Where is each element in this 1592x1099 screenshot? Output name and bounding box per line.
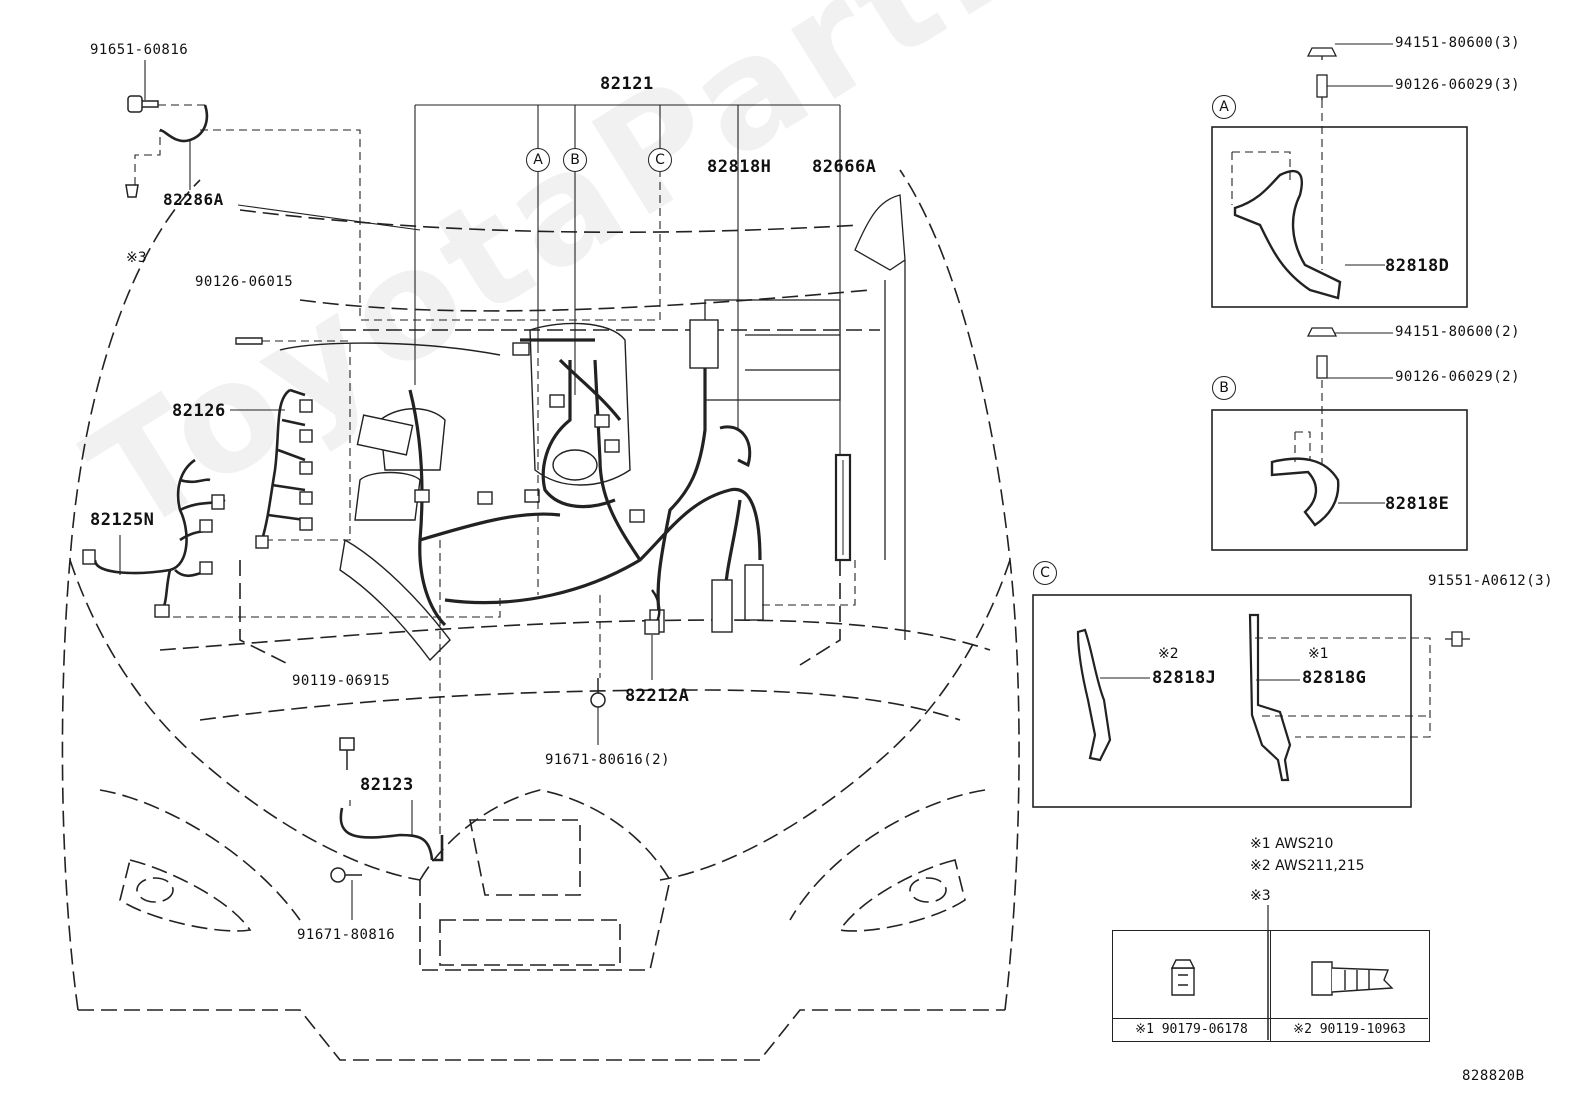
- part-82286A-body: [159, 104, 209, 143]
- part-label-82818G: 82818G: [1302, 668, 1367, 688]
- part-82666A-body: [834, 453, 852, 562]
- detail-box-B: [1211, 327, 1468, 551]
- fastener-caption-2: ※2 90119-10963: [1271, 1018, 1428, 1041]
- part-82818H-body: [719, 425, 752, 468]
- part-label-82818J: 82818J: [1152, 668, 1217, 688]
- car-body-outline: [61, 169, 1020, 1061]
- part-label-94151-80600-2: 94151-80600(2): [1395, 324, 1521, 340]
- part-label-91551-A0612: 91551-A0612(3): [1428, 573, 1554, 589]
- part-82123-body: [339, 807, 444, 862]
- bolt-91671-80816: [330, 867, 362, 883]
- main-harness-connectors: [356, 319, 764, 633]
- part-label-82666A: 82666A: [812, 157, 877, 177]
- part-label-90126-06029-3: 90126-06029(3): [1395, 77, 1521, 93]
- part-label-82212A: 82212A: [625, 686, 690, 706]
- part-label-91671-80816: 91671-80816: [297, 927, 396, 943]
- note-mark1-G: ※1: [1308, 646, 1329, 662]
- part-label-82123: 82123: [360, 775, 414, 795]
- callout-C-main: C: [648, 148, 672, 172]
- callout-B-main: B: [563, 148, 587, 172]
- detail-box-A: [1211, 43, 1468, 308]
- bay-details: [704, 194, 906, 640]
- detail-box-C: [1032, 594, 1470, 808]
- legend-note-3: ※3: [1250, 888, 1271, 904]
- part-label-82121: 82121: [600, 74, 654, 94]
- part-82212A-body: [644, 589, 661, 635]
- part-label-82818H: 82818H: [707, 157, 772, 177]
- fastener-cell-2: ※2 90119-10963: [1270, 931, 1428, 1041]
- note-mark2-J: ※2: [1158, 646, 1179, 662]
- part-label-82125N: 82125N: [90, 510, 155, 530]
- part-label-82818D: 82818D: [1385, 256, 1450, 276]
- bolt-91651: [127, 95, 159, 113]
- part-label-94151-80600-3: 94151-80600(3): [1395, 35, 1521, 51]
- callout-B-box: B: [1212, 376, 1236, 400]
- callout-A-main: A: [526, 148, 550, 172]
- leader-lines: [119, 60, 841, 920]
- part-82126-body: [260, 388, 306, 541]
- part-label-82818E: 82818E: [1385, 494, 1450, 514]
- bolt-91671-80616: [590, 678, 606, 708]
- main-harness: [408, 330, 762, 627]
- legend-note-2: ※2 AWS211,215: [1250, 858, 1365, 874]
- callout-A-box: A: [1212, 95, 1236, 119]
- note-mark3-left: ※3: [126, 250, 147, 266]
- part-label-91651-60816: 91651-60816: [90, 42, 189, 58]
- stud-90126-06015: [235, 337, 263, 345]
- callout-C-box: C: [1033, 561, 1057, 585]
- engine-block: [279, 322, 631, 662]
- clip-mark3: [125, 184, 139, 198]
- dashed-links: [134, 104, 856, 835]
- part-label-90119-06915: 90119-06915: [292, 673, 391, 689]
- part-label-90126-06029-2: 90126-06029(2): [1395, 369, 1521, 385]
- part-label-91671-80616: 91671-80616(2): [545, 752, 671, 768]
- bolt-90119-06915: [339, 737, 355, 770]
- fastener-cell-1: ※1 90179-06178: [1113, 931, 1270, 1041]
- part-label-82126: 82126: [172, 401, 226, 421]
- part-label-82286A: 82286A: [163, 190, 224, 209]
- legend-note-1: ※1 AWS210: [1250, 836, 1334, 852]
- fastener-table: ※1 90179-06178 ※2 90119-10963: [1112, 930, 1430, 1042]
- table-icons: [1170, 959, 1394, 996]
- diagram-code: 828820B: [1462, 1068, 1525, 1084]
- part-label-90126-06015: 90126-06015: [195, 274, 294, 290]
- fastener-caption-1: ※1 90179-06178: [1113, 1018, 1270, 1041]
